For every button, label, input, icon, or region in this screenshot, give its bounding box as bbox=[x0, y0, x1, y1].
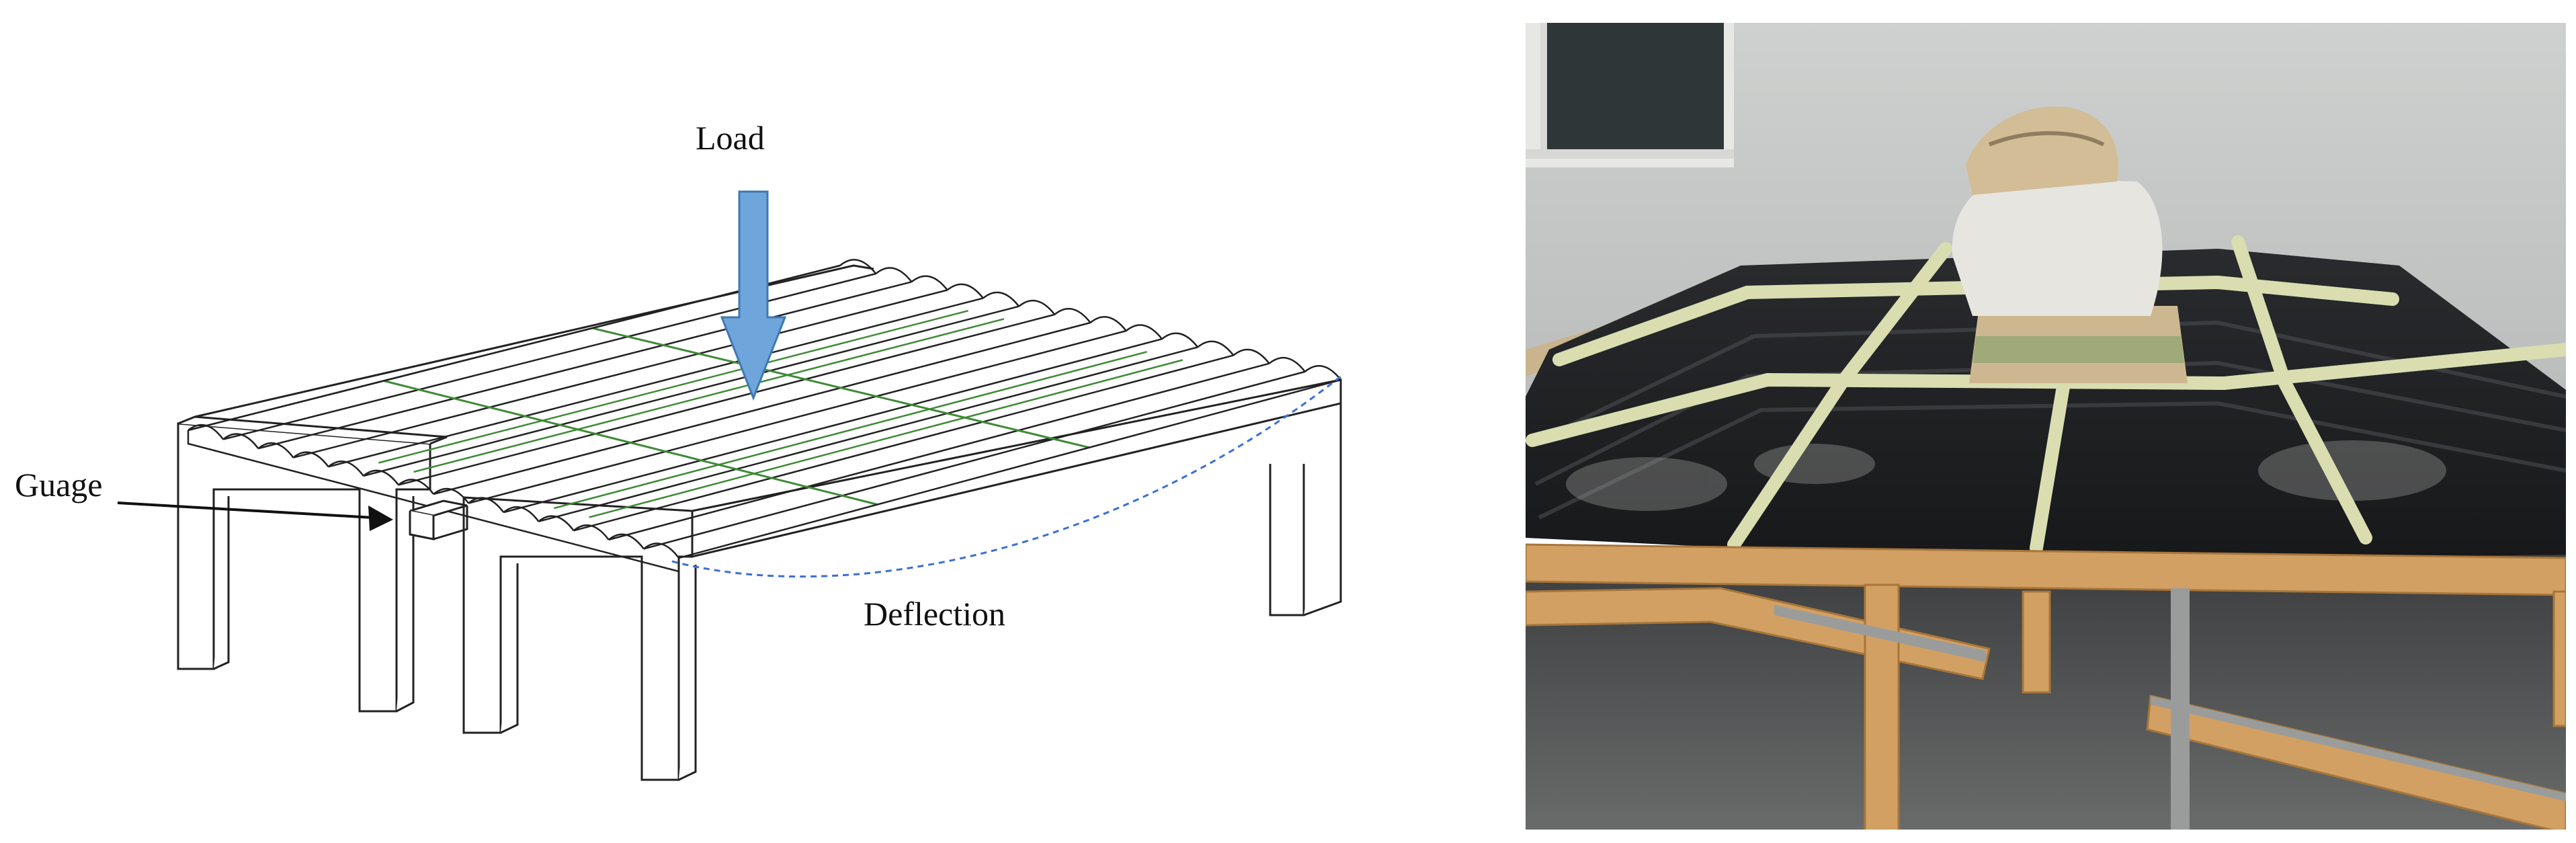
roof-corrugation-arc bbox=[222, 433, 259, 449]
window bbox=[1526, 23, 1734, 167]
sandbags bbox=[1952, 106, 2188, 383]
support-frame bbox=[177, 264, 1342, 781]
roof-corrugation-arc bbox=[1304, 365, 1341, 380]
sheet-overlap-seam bbox=[627, 335, 664, 346]
sheet-overlap-seam bbox=[413, 318, 1005, 473]
sheet-overlap-seam bbox=[840, 387, 877, 398]
roof-ridge-line bbox=[363, 305, 1020, 477]
deflection-curve bbox=[671, 375, 1341, 578]
deflection-label: Deflection bbox=[864, 595, 1005, 633]
roof-corrugation-arc bbox=[1161, 332, 1199, 348]
dial-gauge bbox=[409, 499, 468, 540]
roof-corrugation-arc bbox=[398, 479, 434, 495]
roof-corrugation-arc bbox=[327, 460, 364, 477]
roof-corrugation-arc bbox=[875, 267, 913, 283]
sheet-overlap-seam bbox=[554, 351, 1147, 510]
test-setup-schematic: Load Guage Deflection bbox=[15, 119, 1342, 781]
gauge-label: Guage bbox=[15, 466, 103, 504]
load-arrow bbox=[720, 190, 787, 401]
sheet-overlap-seam bbox=[982, 421, 1019, 432]
roof-corrugation-arc bbox=[538, 515, 575, 532]
sheet-overlap-seam bbox=[419, 389, 455, 400]
sheet-overlap-seam bbox=[489, 406, 526, 417]
roof-ridge-line bbox=[257, 281, 912, 450]
roof-corrugation-arc bbox=[468, 497, 505, 513]
sheet-overlap-seam bbox=[698, 352, 735, 364]
roof-corrugation-arc bbox=[643, 543, 679, 559]
test-setup-photo bbox=[1526, 23, 2566, 830]
roof-corrugation-arc bbox=[433, 487, 470, 504]
roof-ridge-line bbox=[293, 289, 948, 458]
roof-corrugation-arc bbox=[839, 259, 877, 274]
roof-corrugation-arc bbox=[503, 506, 540, 522]
sheet-overlap-seam bbox=[378, 310, 969, 464]
sheet-overlap-seam bbox=[589, 359, 1183, 518]
sheet-overlap-seam bbox=[1053, 438, 1090, 449]
sheet-overlap-seam bbox=[771, 477, 807, 488]
roof-ridge-line bbox=[222, 272, 876, 440]
roof-ridge-line bbox=[643, 370, 1306, 550]
roof-corrugation-arc bbox=[1054, 308, 1091, 323]
roof-corrugation-arc bbox=[1089, 316, 1127, 331]
sheet-overlap-seam bbox=[841, 494, 878, 506]
gauge-pointer-arrow bbox=[117, 501, 393, 531]
roof-corrugation-arc bbox=[292, 451, 329, 468]
sheet-overlap-seam bbox=[876, 395, 913, 406]
roof-ridge-line bbox=[538, 346, 1198, 522]
load-label: Load bbox=[696, 119, 765, 157]
roof-ridge-line bbox=[328, 297, 984, 468]
sheet-overlap-seam bbox=[454, 397, 490, 409]
roof-ridge-line bbox=[503, 338, 1163, 514]
roof-corrugation-arc bbox=[608, 533, 645, 550]
roof-ridge-line bbox=[608, 362, 1270, 541]
roof-corrugation-arc bbox=[946, 283, 984, 299]
roof-ridge-line bbox=[433, 321, 1091, 495]
sheet-overlap-seam bbox=[1017, 429, 1054, 440]
roof-corrugation-arc bbox=[257, 442, 294, 458]
timber-frame bbox=[1526, 543, 2566, 830]
sheet-overlap-seam bbox=[630, 442, 667, 453]
roof-corrugation-arc bbox=[911, 275, 948, 291]
sheet-overlap-seam bbox=[806, 485, 843, 497]
corrugated-roof-sheet bbox=[187, 259, 1341, 573]
roof-corrugation-arc bbox=[362, 469, 399, 486]
roof-ridge-line bbox=[573, 354, 1234, 532]
roof-corrugation-arc bbox=[573, 524, 610, 540]
roof-corrugation-arc bbox=[1125, 324, 1163, 340]
roof-ridge-line bbox=[398, 313, 1055, 486]
roof-ridge-line bbox=[468, 329, 1127, 504]
sheet-overlap-seam bbox=[804, 378, 841, 389]
roof-corrugation-arc bbox=[1018, 300, 1056, 315]
roof-corrugation-arc bbox=[983, 291, 1020, 307]
sheet-overlap-seam bbox=[383, 380, 419, 391]
roof-corrugation-arc bbox=[1233, 348, 1270, 364]
sheet-overlap-seam bbox=[592, 327, 628, 338]
roof-corrugation-arc bbox=[1197, 340, 1235, 356]
sheet-overlap-seam bbox=[595, 432, 631, 444]
sheet-overlap-seam bbox=[663, 344, 700, 355]
roof-corrugation-arc bbox=[1268, 357, 1306, 372]
sheet-overlap-seam bbox=[665, 450, 702, 462]
